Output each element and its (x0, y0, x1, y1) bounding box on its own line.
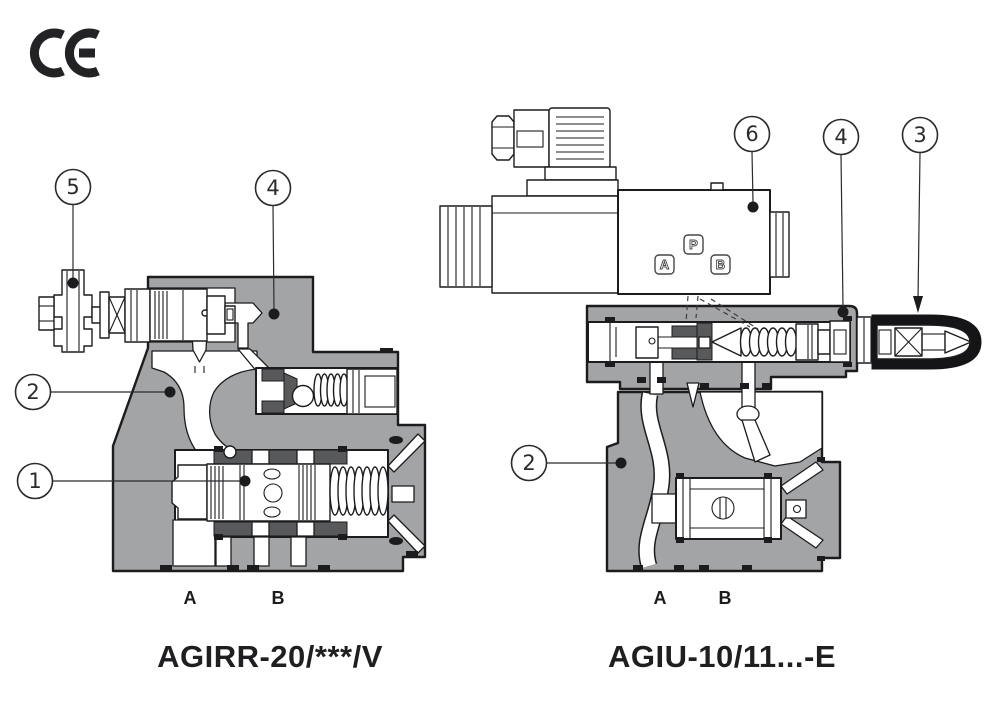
right-valve-figure: P A B (439, 107, 982, 674)
svg-text:2: 2 (26, 380, 39, 404)
callout-6: 6 (733, 115, 771, 213)
svg-text:3: 3 (913, 123, 926, 147)
left-valve-title: AGIRR-20/***/V (157, 639, 383, 674)
pilot-relief-valve (38, 269, 236, 353)
solenoid-pilot-valve: P A B (439, 107, 790, 295)
callout-1: 1 (16, 462, 251, 500)
svg-text:4: 4 (834, 125, 847, 149)
callout-2-left: 2 (14, 373, 176, 411)
callout-4-left: 4 (254, 169, 292, 320)
left-port-a-label: A (184, 588, 197, 608)
lower-ball (711, 496, 735, 520)
right-port-b-label: B (719, 588, 732, 608)
callout-2-right: 2 (510, 444, 627, 482)
svg-text:2: 2 (522, 451, 535, 475)
left-valve-figure: 5 4 2 1 A B AGIRR-20/***/V (14, 168, 427, 674)
port-letter-a: A (660, 257, 670, 272)
manual-override (856, 314, 982, 370)
check-ball (291, 384, 315, 408)
main-spool (206, 463, 331, 522)
connector-block (513, 109, 550, 168)
svg-text:4: 4 (266, 176, 279, 200)
solenoid-coil (491, 195, 619, 294)
pilot-passage-dashed-lines (685, 295, 759, 330)
seal-marks (160, 446, 418, 571)
right-valve-cavities (638, 361, 824, 569)
svg-text:1: 1 (28, 469, 41, 493)
svg-text:6: 6 (745, 122, 758, 146)
connector-gland (491, 115, 515, 161)
coil-knurled-nut (439, 205, 493, 288)
right-port-a-label: A (654, 588, 667, 608)
main-bore-spool (587, 320, 851, 363)
check-valve-cartridge (261, 348, 398, 415)
handwheel (53, 269, 93, 353)
ce-mark-icon: CE (29, 28, 100, 78)
main-cartridge (171, 436, 403, 545)
port-letter-p: P (689, 237, 698, 252)
left-port-b-label: B (272, 588, 285, 608)
handwheel-cap (38, 296, 55, 331)
port-letter-b: B (716, 257, 725, 272)
callout-5: 5 (54, 168, 92, 289)
right-valve-title: AGIU-10/11...-E (608, 639, 836, 674)
svg-text:5: 5 (66, 175, 79, 199)
callout-3: 3 (901, 116, 939, 313)
pilot-end-nut (769, 211, 790, 278)
callout-4-right: 4 (822, 118, 860, 318)
seal-marks (605, 316, 852, 571)
